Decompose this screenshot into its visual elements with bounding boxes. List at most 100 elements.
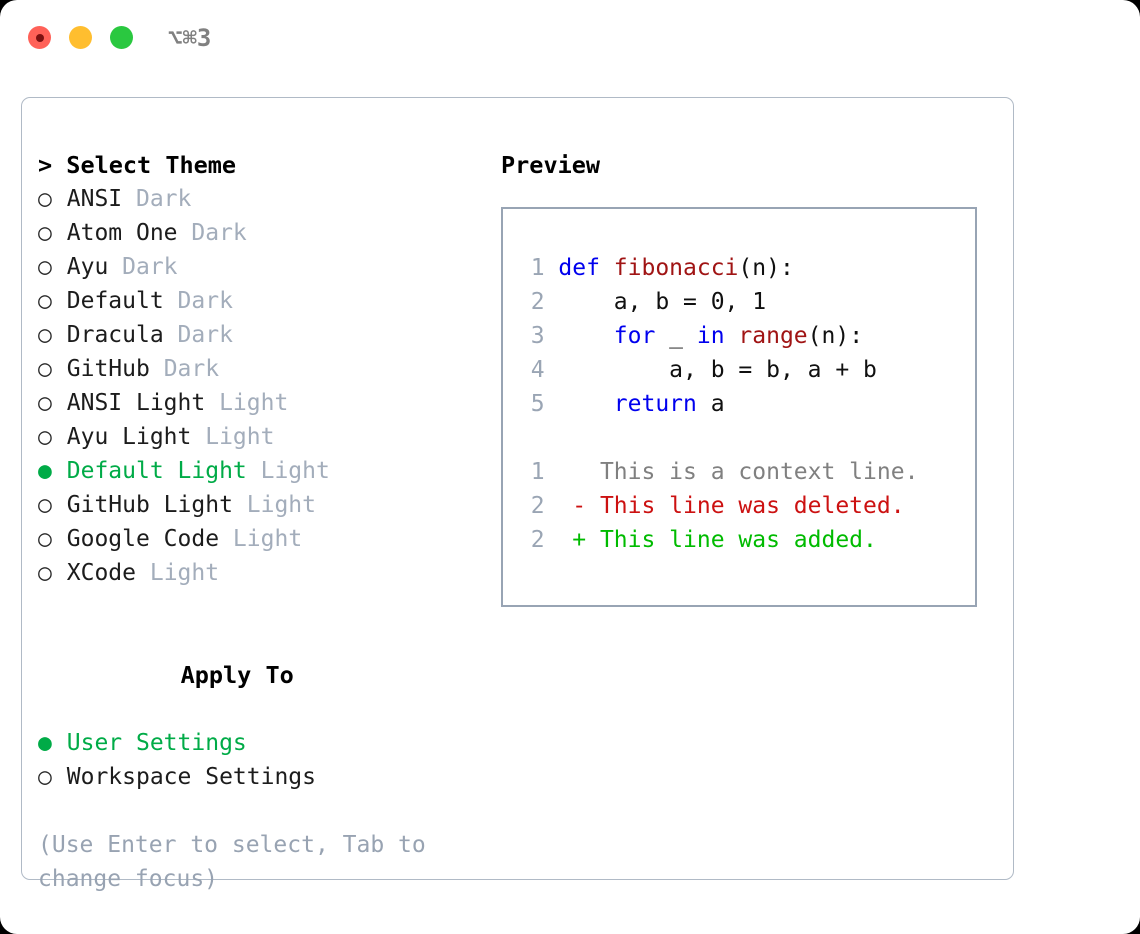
theme-variant-label: Dark (149, 356, 220, 382)
diff-marker: - (558, 493, 600, 519)
code-token: a (696, 391, 725, 417)
diff-line: 1 This is a context line. (517, 455, 919, 489)
radio-selected-icon[interactable]: ● (38, 730, 52, 756)
line-number: 5 (530, 391, 545, 417)
theme-list-item[interactable]: ●Default Light Light (38, 454, 478, 488)
keyboard-hint-text: (Use Enter to select, Tab to change focu… (38, 832, 440, 892)
code-line: 3 for _ in range(n): (517, 319, 918, 353)
line-number: 1 (530, 459, 545, 485)
code-token: (n): (738, 255, 794, 281)
theme-variant-label: Dark (163, 322, 233, 348)
radio-unselected-icon[interactable]: ○ (38, 254, 52, 280)
theme-variant-label: Dark (122, 186, 192, 212)
theme-variant-label: Dark (108, 254, 178, 280)
dialog-card: > Select Theme ○ANSI Dark○Atom One Dark○… (21, 97, 1014, 892)
diff-line: 2 + This line was added. (517, 523, 918, 557)
theme-variant-label: Light (136, 560, 220, 586)
radio-unselected-icon[interactable]: ○ (38, 492, 52, 518)
theme-variant-label: Light (246, 458, 330, 484)
apply-to-option-label: User Settings (66, 730, 247, 756)
theme-name-label: Google Code (66, 526, 220, 552)
theme-name-label: Ayu (66, 254, 109, 280)
radio-selected-icon[interactable]: ● (38, 458, 52, 484)
diff-marker: + (558, 527, 600, 553)
theme-list[interactable]: ○ ANSI Dark ○ Atom One Dark ○ Ayu Dark ○ Defaul… (38, 182, 478, 590)
maximize-button[interactable] (110, 26, 133, 49)
theme-list-item[interactable]: ○ XCode Light (38, 556, 478, 590)
theme-name-label: GitHub Light (66, 492, 233, 518)
diff-line: 2 - This line was deleted. (517, 489, 918, 523)
radio-unselected-icon[interactable]: ○ (38, 764, 52, 790)
traffic-lights (28, 26, 133, 49)
apply-to-option[interactable]: ● User Settings (38, 726, 478, 760)
radio-unselected-icon[interactable]: ○ (38, 288, 52, 314)
code-line: 5 return a (517, 387, 918, 421)
theme-variant-label: Light (219, 526, 303, 552)
theme-name-label: Dracula (66, 322, 164, 348)
theme-list-item[interactable]: ○ Ayu Dark (38, 250, 478, 284)
theme-name-label: GitHub (66, 356, 150, 382)
radio-unselected-icon[interactable]: ○ (38, 186, 52, 212)
theme-variant-label: Dark (177, 220, 247, 246)
theme-list-item[interactable]: ○ Ayu Light Light (38, 420, 478, 454)
radio-unselected-icon[interactable]: ○ (38, 322, 52, 348)
code-token: a, b = b, a + b (558, 357, 877, 383)
radio-unselected-icon[interactable]: ○ (38, 390, 52, 416)
select-theme-heading: > Select Theme (38, 151, 237, 179)
theme-name-label: XCode (66, 560, 136, 586)
line-number: 4 (530, 357, 545, 383)
theme-list-item[interactable]: ○ Google Code Light (38, 522, 478, 556)
apply-to-heading: Apply To (38, 624, 478, 726)
code-token: return (613, 391, 697, 417)
radio-unselected-icon[interactable]: ○ (38, 356, 52, 382)
code-token (558, 391, 613, 417)
code-token: _ (655, 323, 697, 349)
theme-list-item[interactable]: ○ Dracula Dark (38, 318, 478, 352)
theme-list-item[interactable]: ○ GitHub Light Light (38, 488, 478, 522)
theme-list-item[interactable]: ○ GitHub Dark (38, 352, 478, 386)
apply-to-indent (151, 658, 180, 692)
line-number: 2 (530, 493, 545, 519)
theme-name-label: Default (66, 288, 164, 314)
minimize-button[interactable] (69, 26, 92, 49)
line-number: 2 (530, 289, 545, 315)
theme-list-item[interactable]: ○ Atom One Dark (38, 216, 478, 250)
theme-name-label: Atom One (66, 220, 178, 246)
radio-unselected-icon[interactable]: ○ (38, 560, 52, 586)
theme-name-label: Ayu Light (66, 424, 192, 450)
code-line: 4 a, b = b, a + b (517, 353, 918, 387)
code-spacer (517, 421, 918, 455)
apply-to-heading-label: Apply To (180, 661, 294, 689)
theme-selection-panel: > Select Theme ○ANSI Dark○Atom One Dark○… (38, 148, 478, 896)
radio-unselected-icon[interactable]: ○ (38, 526, 52, 552)
code-token: a, b = 0, 1 (558, 289, 767, 315)
line-number: 1 (530, 255, 545, 281)
theme-list-item[interactable]: ○ Default Dark (38, 284, 478, 318)
radio-unselected-icon[interactable]: ○ (38, 220, 52, 246)
theme-list-item[interactable]: ○ANSI Light Light (38, 386, 478, 420)
line-number: 2 (530, 527, 545, 553)
theme-list-item[interactable]: ○ ANSI Dark (38, 182, 478, 216)
code-line: 2 a, b = 0, 1 (517, 285, 918, 319)
apply-to-list[interactable]: ● User Settings ○Workspace Settings (38, 726, 478, 794)
code-token: range (738, 323, 808, 349)
diff-text: This line was deleted. (599, 493, 905, 519)
theme-name-label: ANSI Light (66, 390, 206, 416)
theme-variant-label: Dark (163, 288, 233, 314)
diff-text: This is a context line. (599, 459, 919, 485)
theme-name-label: ANSI (66, 186, 123, 212)
code-token: fibonacci (613, 255, 739, 281)
theme-variant-label: Light (191, 424, 275, 450)
theme-variant-label: Light (232, 492, 317, 518)
apply-to-option[interactable]: ○Workspace Settings (38, 760, 478, 794)
code-token: for (613, 323, 656, 349)
close-button[interactable] (28, 26, 51, 49)
code-token: def (558, 255, 614, 281)
code-line: 1 def fibonacci(n): (517, 251, 918, 285)
diff-marker (558, 459, 600, 485)
title-bar: ⌥⌘3 (0, 0, 1140, 78)
radio-unselected-icon[interactable]: ○ (38, 424, 52, 450)
